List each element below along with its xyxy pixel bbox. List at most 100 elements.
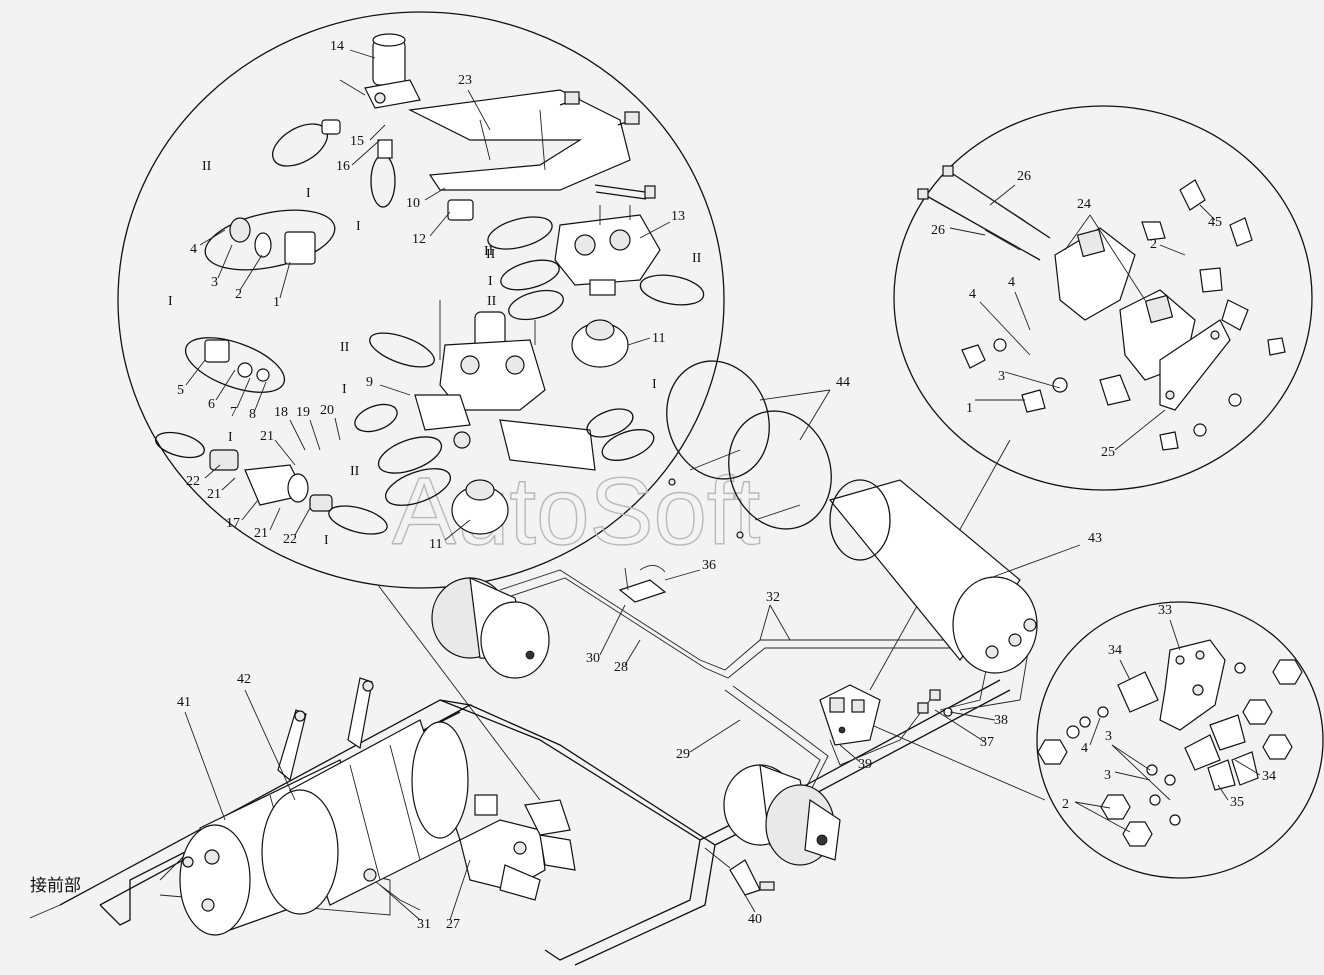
fitting-groups xyxy=(155,119,705,535)
watermark: AutoSoft xyxy=(392,458,760,565)
part-number-label: 18 xyxy=(274,405,288,420)
leader-line xyxy=(449,859,471,921)
part-number-label: 3 xyxy=(1105,729,1112,744)
leader-line xyxy=(1074,801,1131,833)
leader-line xyxy=(204,464,221,479)
detail-circle-valves xyxy=(117,11,725,589)
roman-group-label: I xyxy=(652,377,657,392)
part-number-label: 23 xyxy=(458,73,472,88)
part-number-label: 16 xyxy=(336,159,350,174)
leader-line xyxy=(934,709,986,743)
part-number-label: 31 xyxy=(417,917,431,932)
leader-line xyxy=(1004,371,1061,389)
valve-assembly-center xyxy=(819,684,881,746)
part-number-label: 2 xyxy=(1150,237,1157,252)
part-number-label: 2 xyxy=(1062,797,1069,812)
leader-line xyxy=(215,369,236,401)
part-number-label: 37 xyxy=(980,735,994,750)
part-number-label: 8 xyxy=(249,407,256,422)
part-number-label: 45 xyxy=(1208,215,1222,230)
part-number-label: 26 xyxy=(1017,169,1031,184)
leader-line xyxy=(199,229,226,246)
part-number-label: 27 xyxy=(446,917,460,932)
part-number-label: 22 xyxy=(283,532,297,547)
leader-line xyxy=(429,211,451,237)
valve-assembly-27 xyxy=(459,794,576,901)
cap-11-upper xyxy=(571,319,629,368)
leader-line xyxy=(379,884,421,921)
part-number-label: 39 xyxy=(858,757,872,772)
leader-line xyxy=(1089,214,1146,301)
leader-line xyxy=(839,744,861,763)
leader-line xyxy=(274,439,296,466)
leader-line xyxy=(759,389,831,401)
relay-valve-13 xyxy=(554,205,661,296)
roman-group-label: II xyxy=(340,340,350,355)
leader-line xyxy=(624,639,641,666)
part-number-label: 2 xyxy=(235,287,242,302)
leader-line xyxy=(236,377,251,409)
part-number-label: 38 xyxy=(994,713,1008,728)
leader-line xyxy=(769,604,791,641)
clip-40 xyxy=(704,847,775,896)
brake-chamber-upper xyxy=(431,577,550,679)
bolts xyxy=(559,91,656,200)
part-number-label: 34 xyxy=(1262,769,1276,784)
leader-line xyxy=(185,359,206,386)
valve-17 xyxy=(209,449,333,512)
front-connection-label: 接前部 xyxy=(30,876,81,896)
roman-group-label: I xyxy=(356,219,361,234)
part-number-label: 40 xyxy=(748,912,762,927)
part-number-label: 4 xyxy=(1008,275,1015,290)
part-number-label: 5 xyxy=(177,383,184,398)
leader-line xyxy=(1217,784,1229,801)
leader-line xyxy=(979,301,1031,356)
leader-line xyxy=(1111,744,1151,771)
leader-line xyxy=(217,244,233,279)
leader-line xyxy=(599,604,626,656)
part-number-label: 35 xyxy=(1230,795,1244,810)
roman-group-label: II xyxy=(484,244,494,259)
leader-line xyxy=(1199,204,1216,221)
air-tank-43 xyxy=(828,479,1038,674)
part-number-label: 6 xyxy=(208,397,215,412)
leader-line xyxy=(184,711,226,821)
part-leader-lines xyxy=(184,49,1261,921)
leader-line xyxy=(289,419,306,451)
leader-line xyxy=(424,187,446,201)
leader-line xyxy=(689,719,741,753)
part-number-label: 3 xyxy=(998,369,1005,384)
part-number-label: 44 xyxy=(836,375,850,390)
part-number-label: 1 xyxy=(273,295,280,310)
long-bolts-26 xyxy=(917,165,1051,261)
fittings-right xyxy=(961,179,1286,451)
part-number-label: 11 xyxy=(652,331,665,346)
leader-line xyxy=(379,384,411,396)
leader-line xyxy=(239,254,263,291)
detail-circle-relay-valves xyxy=(893,105,1313,491)
tank-straps-44 xyxy=(666,360,832,539)
part-number-label: 21 xyxy=(207,487,221,502)
leader-line xyxy=(664,569,701,581)
air-tank-42 xyxy=(261,719,469,915)
detail-circle-small-parts xyxy=(1036,601,1324,879)
leader-line xyxy=(444,519,471,541)
bracket-33 xyxy=(1159,639,1226,731)
leader-line xyxy=(279,261,291,299)
part-number-label: 21 xyxy=(254,526,268,541)
leader-line xyxy=(989,184,1016,206)
part-number-label: 20 xyxy=(320,403,334,418)
leader-line xyxy=(349,49,376,59)
fitting-37-38 xyxy=(917,689,953,717)
leader-line xyxy=(627,337,651,346)
leader-line xyxy=(334,417,341,441)
part-number-label: 19 xyxy=(296,405,310,420)
leader-line xyxy=(254,381,267,411)
leader-line xyxy=(269,507,281,531)
part-number-label: 29 xyxy=(676,747,690,762)
part-number-label: 30 xyxy=(586,651,600,666)
leader-line xyxy=(241,499,259,521)
leader-line xyxy=(1169,619,1181,651)
part-number-label: 12 xyxy=(412,232,426,247)
